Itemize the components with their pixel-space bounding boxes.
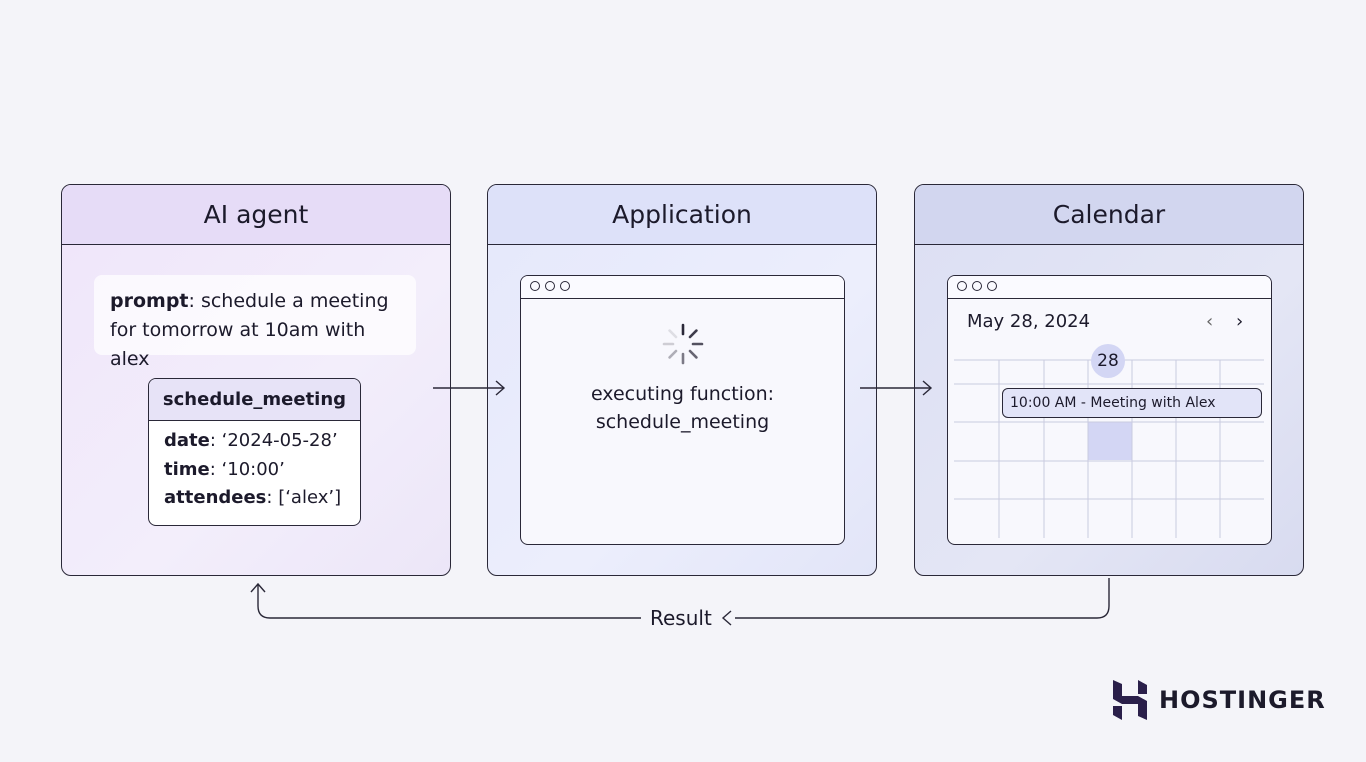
param-key: time [164,458,210,480]
prompt-text-line2: for tomorrow at 10am with alex [110,319,366,370]
param-value: : ‘10:00’ [209,458,285,480]
calendar-date: May 28, 2024 [967,311,1091,332]
execution-status: executing function: schedule_meeting [521,380,844,436]
param-value: : ‘2024-05-28’ [209,430,338,451]
application-title: Application [488,185,876,245]
chevron-left-icon[interactable]: ‹ [1206,311,1214,332]
function-name: schedule_meeting [149,379,360,421]
ai-agent-panel: AI agent prompt: schedule a meeting for … [61,184,451,576]
window-titlebar [948,276,1271,299]
param-time: time: ‘10:00’ [164,456,345,485]
window-dot-icon [560,281,570,291]
result-return-path [250,578,1110,626]
result-label: Result [644,606,718,630]
hostinger-logo-text: HOSTINGER [1159,686,1326,714]
chevron-right-icon[interactable]: › [1236,311,1244,332]
window-dot-icon [957,281,967,291]
calendar-panel: Calendar May 28, 2024 ‹ › [914,184,1304,576]
param-value: : [‘alex’] [266,487,342,508]
selected-day-badge[interactable]: 28 [1091,344,1125,378]
execution-status-line2: schedule_meeting [595,411,770,433]
param-key: date [164,430,210,451]
window-dot-icon [530,281,540,291]
arrow-agent-to-app [433,380,506,396]
application-window: executing function: schedule_meeting [520,275,845,545]
hostinger-logo-icon [1113,680,1147,720]
param-key: attendees [164,487,267,508]
function-params: date: ‘2024-05-28’ time: ‘10:00’ attende… [149,421,360,519]
param-date: date: ‘2024-05-28’ [164,427,345,456]
prompt-text-line1: : schedule a meeting [188,290,389,312]
ai-agent-title: AI agent [62,185,450,245]
selected-time-slot [1088,422,1132,460]
param-attendees: attendees: [‘alex’] [164,484,345,513]
hostinger-logo: HOSTINGER [1113,680,1326,720]
calendar-window: May 28, 2024 ‹ › 28 10:00 AM - Meeting w… [947,275,1272,545]
window-dot-icon [972,281,982,291]
application-panel: Application executing function: schedule… [487,184,877,576]
execution-status-line1: executing function: [590,383,775,405]
window-dot-icon [987,281,997,291]
prompt-box: prompt: schedule a meeting for tomorrow … [94,275,416,370]
arrow-app-to-calendar [860,380,933,396]
window-dot-icon [545,281,555,291]
calendar-title: Calendar [915,185,1303,245]
window-titlebar [521,276,844,299]
prompt-label: prompt [110,290,189,312]
function-call-card: schedule_meeting date: ‘2024-05-28’ time… [148,378,361,526]
loading-spinner-icon [662,323,704,365]
calendar-event[interactable]: 10:00 AM - Meeting with Alex [1002,388,1262,418]
